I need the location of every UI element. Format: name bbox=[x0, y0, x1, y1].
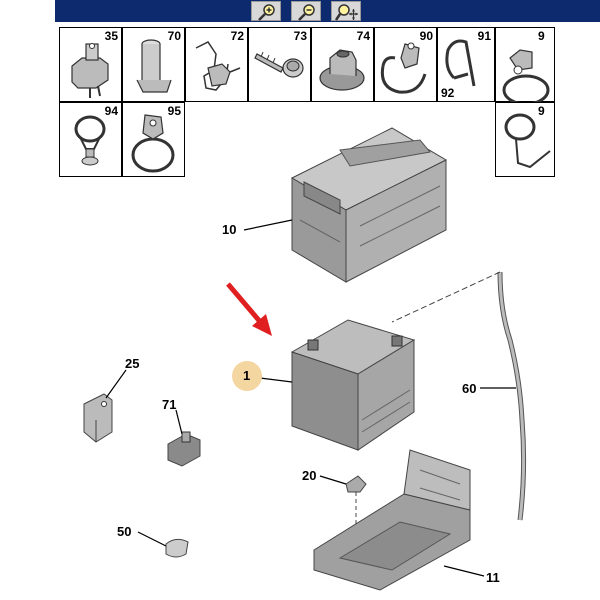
callout-50[interactable]: 50 bbox=[117, 524, 132, 539]
viewer-toolbar bbox=[55, 0, 600, 22]
vent-tube-drawing bbox=[391, 271, 527, 521]
part-number: 90 bbox=[419, 29, 433, 43]
part-number: 92 bbox=[441, 86, 455, 100]
part-cell-74[interactable]: 74 bbox=[311, 27, 374, 102]
band-clamp-icon bbox=[131, 114, 175, 173]
clip-drawing bbox=[165, 538, 189, 558]
callout-71[interactable]: 71 bbox=[162, 397, 177, 412]
part-cell-95[interactable]: 95 bbox=[122, 102, 185, 177]
zoom-out-icon bbox=[298, 4, 315, 21]
part-number: 9 bbox=[538, 104, 545, 118]
part-cell-9b[interactable]: 9 bbox=[495, 102, 555, 177]
cable-clip-icon bbox=[380, 42, 427, 94]
connector-drawing bbox=[167, 431, 201, 467]
part-number: 73 bbox=[293, 29, 307, 43]
callout-25[interactable]: 25 bbox=[125, 356, 140, 371]
callout-60[interactable]: 60 bbox=[462, 381, 477, 396]
part-number: 74 bbox=[356, 29, 370, 43]
part-cell-9a[interactable]: 9 bbox=[495, 27, 555, 103]
part-cell-94[interactable]: 94 bbox=[59, 102, 122, 177]
leader-lines bbox=[105, 219, 516, 577]
part-cell-72[interactable]: 72 bbox=[185, 27, 248, 102]
strap-icon bbox=[445, 39, 476, 87]
part-number: 35 bbox=[104, 29, 118, 43]
zoom-in-icon bbox=[258, 4, 275, 21]
part-number: 95 bbox=[167, 104, 181, 118]
zoom-move-button[interactable] bbox=[331, 1, 361, 21]
selected-callout-highlight bbox=[232, 361, 262, 391]
battery-cover-drawing bbox=[290, 127, 448, 283]
callout-1[interactable]: 1 bbox=[243, 368, 251, 383]
part-number: 70 bbox=[167, 29, 181, 43]
red-arrow-icon bbox=[226, 282, 272, 336]
screw-icon bbox=[254, 51, 304, 78]
part-cell-35[interactable]: 35 bbox=[59, 27, 122, 102]
battery-drawing bbox=[290, 319, 416, 451]
clip-icon bbox=[195, 41, 241, 91]
part-cell-90[interactable]: 90 bbox=[374, 27, 437, 102]
zoom-out-button[interactable] bbox=[291, 1, 321, 21]
part-cell-73[interactable]: 73 bbox=[248, 27, 311, 102]
callout-20[interactable]: 20 bbox=[302, 468, 317, 483]
part-number: 9 bbox=[538, 29, 545, 43]
nut-icon bbox=[319, 49, 365, 91]
zoom-move-icon bbox=[335, 4, 358, 21]
part-cell-91[interactable]: 91 92 bbox=[437, 27, 495, 102]
part-number: 91 bbox=[477, 29, 491, 43]
callout-11[interactable]: 11 bbox=[486, 570, 500, 585]
zoom-in-button[interactable] bbox=[251, 1, 281, 21]
nut-drawing bbox=[345, 475, 367, 534]
sleeve-icon bbox=[136, 39, 172, 93]
connector-icon bbox=[71, 43, 109, 98]
callout-10[interactable]: 10 bbox=[222, 222, 237, 237]
part-number: 94 bbox=[104, 104, 118, 118]
bracket-drawing bbox=[83, 393, 113, 443]
battery-tray-drawing bbox=[313, 449, 471, 591]
part-number: 72 bbox=[230, 29, 244, 43]
hose-clamp-icon bbox=[502, 49, 550, 103]
part-cell-70[interactable]: 70 bbox=[122, 27, 185, 102]
pipe-clamp-icon bbox=[74, 115, 106, 166]
bracket-clamp-icon bbox=[504, 113, 551, 169]
